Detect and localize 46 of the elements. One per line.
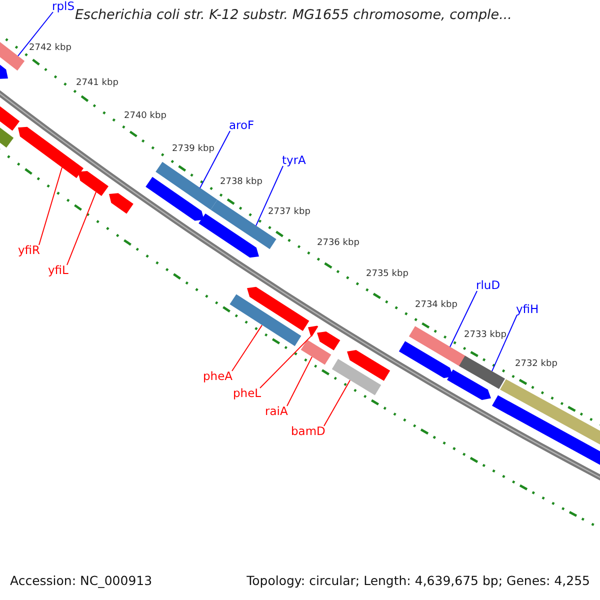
gene-label: pheA [203,370,233,383]
scale-label: 2736 kbp [317,239,360,249]
leader-line [286,356,312,406]
footer-text: Topology: circular; Length: 4,639,675 bp; Genes: 4,255 [246,574,590,588]
gene-label: bamD [291,425,326,438]
leader-line [38,167,62,246]
gene-feature [18,126,84,178]
gene-label: pheL [233,387,262,400]
gene-feature [332,358,382,396]
leader-line [450,290,478,348]
scale-label: 2733 kbp [464,331,506,341]
scale-label: 2734 kbp [415,301,458,311]
scale-label: 2738 kbp [220,178,262,188]
gene-feature [459,356,505,389]
gene-label: yfiL [48,264,68,277]
scale-label: 2732 kbp [515,360,558,370]
gene-label: yfiH [516,303,539,316]
gene-feature [230,294,302,346]
gene-feature [78,171,108,196]
leader-line [232,324,262,372]
gene-feature [300,340,332,365]
gene-feature [308,326,318,337]
gene-label: aroF [229,119,254,132]
gene-label: tyrA [282,154,306,167]
leader-line [18,12,54,56]
gene-feature [156,162,218,210]
scale-label: 2737 kbp [268,208,310,218]
gene-label: rluD [476,279,500,292]
scale-label: 2739 kbp [172,145,214,155]
leader-line [324,380,350,426]
footer-text: Accession: NC_000913 [10,574,152,588]
scale-label: 2740 kbp [124,112,166,122]
gene-label: yfiR [18,244,40,257]
leader-line [260,336,312,388]
map-title: Escherichia coli str. K-12 substr. MG1655 chromosome, comple... [75,8,512,23]
leader-line [492,314,518,372]
gene-feature [500,379,600,446]
scale-label: 2735 kbp [366,270,408,280]
leader-line [66,192,96,266]
leader-line [256,166,284,226]
scale-label: 2741 kbp [76,79,118,89]
gene-feature [492,395,600,466]
gene-label: rplS [52,0,75,13]
gene-label: raiA [265,405,288,418]
leader-line [200,130,230,188]
scale-label: 2742 kbp [29,44,72,54]
